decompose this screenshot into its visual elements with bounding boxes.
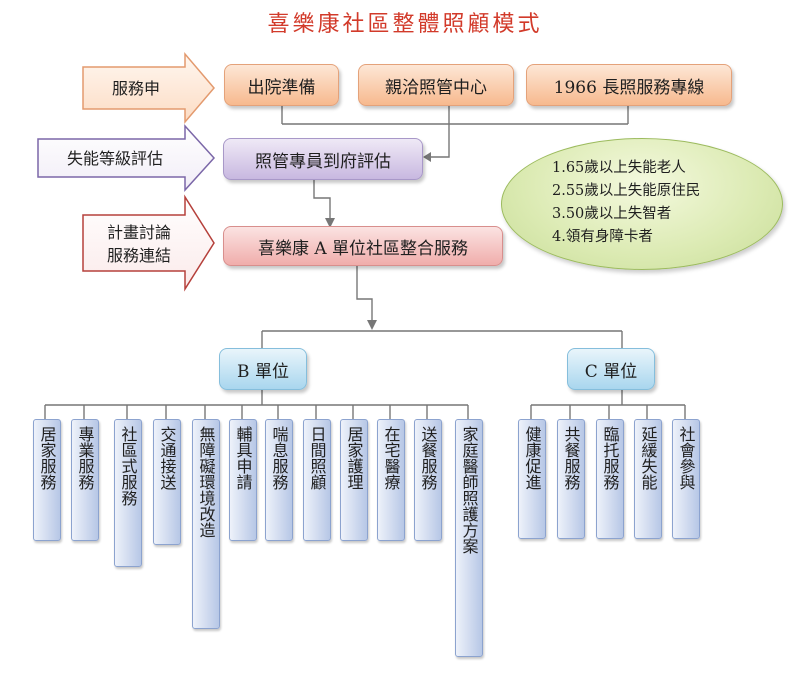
eligibility-item: 3.50歲以上失智者 [552,206,672,222]
eligibility-ellipse [501,138,783,270]
plan-arrow-label-line2: 服務連結 [106,246,171,265]
eligibility-list: 1.65歲以上失能老人 2.55歲以上失能原住民 3.50歲以上失智者 4.領有… [552,157,700,249]
entry-box-discharge: 出院準備 [224,64,339,106]
c-service-group-meals: 共餐服務 [557,419,585,539]
assess-arrow-label: 失能等級評估 [66,148,163,168]
plan-arrow: 計畫討論 服務連結 [90,220,188,268]
assess-arrow: 失能等級評估 [44,143,186,173]
b-service-home-care: 居家服務 [33,419,61,541]
c-service-delay-disability: 延緩失能 [634,419,662,539]
b-service-community: 社區式服務 [114,419,142,567]
b-service-home-nursing: 居家護理 [340,419,368,541]
eligibility-item: 4.領有身障卡者 [552,229,653,245]
diagram-title: 喜樂康社區整體照顧模式 [267,12,543,37]
c-service-temporary-care: 臨托服務 [596,419,624,539]
plan-arrow-shape [82,194,215,292]
apply-arrow: 服務申 [90,72,182,104]
c-service-social-participation: 社會參與 [672,419,700,539]
b-unit-box: B 單位 [219,348,307,390]
b-service-day-care: 日間照顧 [303,419,331,541]
a-unit-box: 喜樂康 A 單位社區整合服務 [223,226,503,266]
assess-arrow-shape [37,124,216,192]
b-service-assistive-devices: 輔具申請 [229,419,257,541]
assessment-box: 照管專員到府評估 [223,138,423,180]
apply-arrow-shape [82,51,215,125]
b-service-professional: 專業服務 [71,419,99,541]
c-unit-box: C 單位 [567,348,655,390]
entry-box-hotline: 1966 長照服務專線 [526,64,732,106]
c-service-health-promotion: 健康促進 [518,419,546,539]
apply-arrow-label: 服務申 [111,78,160,98]
b-service-family-doctor: 家庭醫師照護方案 [455,419,483,657]
eligibility-item: 1.65歲以上失能老人 [552,160,686,176]
b-service-home-medical: 在宅醫療 [377,419,405,541]
entry-box-care-center: 親洽照管中心 [358,64,514,106]
b-service-accessibility: 無障礙環境改造 [192,419,220,629]
b-service-respite: 喘息服務 [265,419,293,541]
eligibility-item: 2.55歲以上失能原住民 [552,183,701,199]
b-service-meal-delivery: 送餐服務 [414,419,442,541]
b-service-transport: 交通接送 [153,419,181,545]
plan-arrow-label-line1: 計畫討論 [106,223,171,242]
